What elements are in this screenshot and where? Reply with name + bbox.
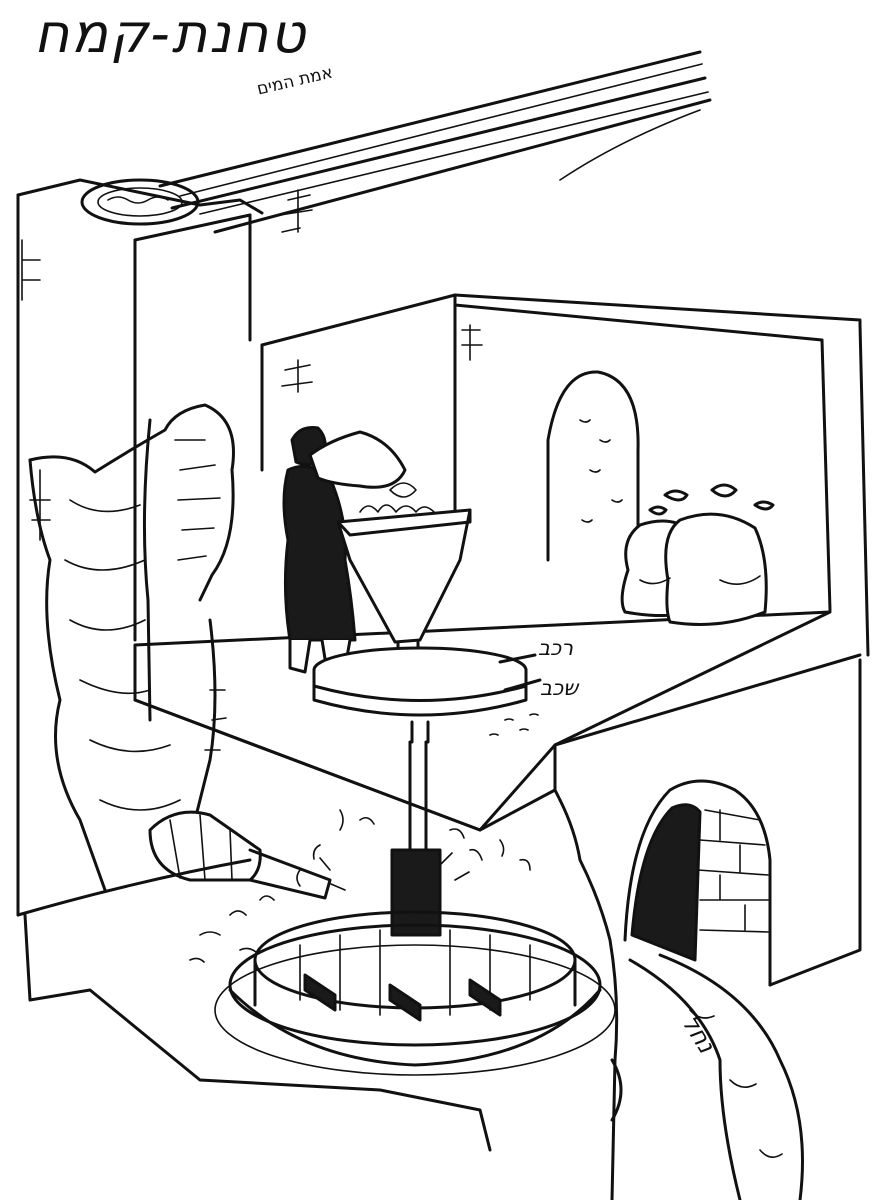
water-splash xyxy=(189,809,531,963)
runner-stone-label: רכב xyxy=(538,636,574,660)
miller-figure xyxy=(282,426,407,674)
aqueduct xyxy=(158,50,712,234)
grain-sacks xyxy=(620,483,775,626)
mill-floor xyxy=(133,610,832,832)
water-chute-cutaway xyxy=(28,403,235,892)
stream xyxy=(628,953,804,1200)
tailrace-tunnel xyxy=(553,653,862,987)
millstones xyxy=(312,646,542,744)
water-nozzle xyxy=(148,810,332,900)
grain-hopper xyxy=(336,482,472,666)
bed-stone-label: שכב xyxy=(540,676,579,700)
drive-shaft xyxy=(390,740,442,937)
tower-wall xyxy=(16,178,313,802)
water-wheel xyxy=(214,910,616,1076)
lower-room xyxy=(16,788,623,1200)
diagram-title: טחנת-קמח xyxy=(34,2,308,65)
mill-room xyxy=(260,293,870,657)
